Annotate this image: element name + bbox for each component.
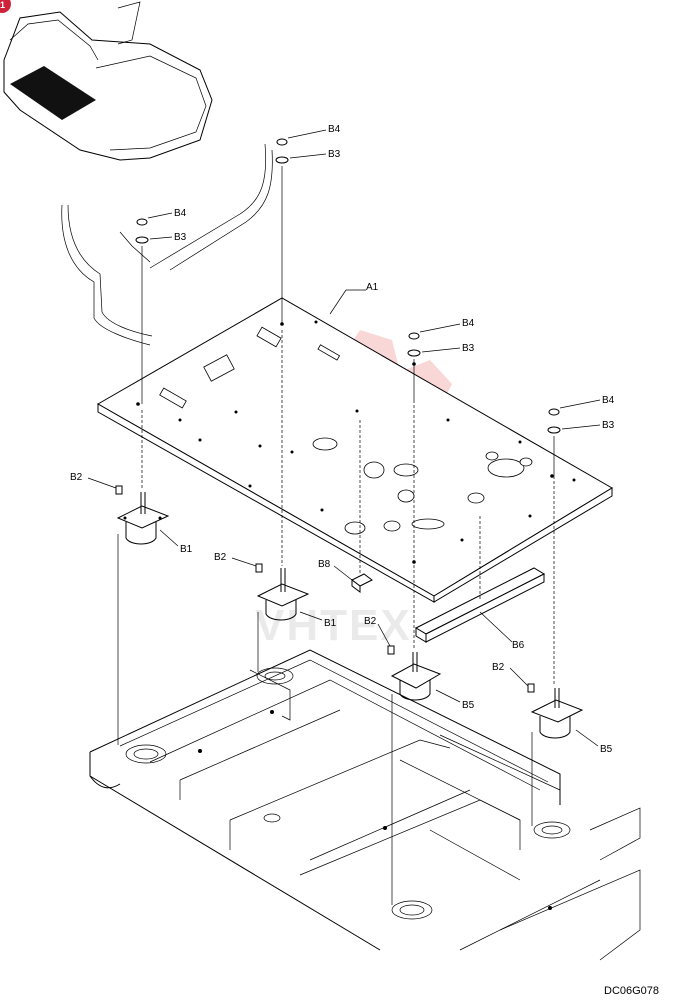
highlighted-floor-area bbox=[10, 66, 96, 120]
svg-text:VHTEX: VHTEX bbox=[255, 601, 412, 650]
label-b3-top: B3 bbox=[328, 149, 341, 160]
floor-plate-a1 bbox=[96, 297, 613, 603]
spacer-b8 bbox=[351, 573, 373, 593]
mount-b1-left bbox=[116, 492, 170, 545]
label-b2-left: B2 bbox=[70, 472, 83, 483]
label-b4-top: B4 bbox=[328, 124, 341, 135]
label-b4-right: B4 bbox=[602, 395, 615, 406]
mount-b1-center bbox=[256, 568, 310, 621]
label-b4-mid: B4 bbox=[462, 318, 475, 329]
page-marker: 1 bbox=[0, 0, 11, 13]
label-b2-right: B2 bbox=[492, 662, 505, 673]
label-b3-mid: B3 bbox=[462, 343, 475, 354]
alignment-lines bbox=[117, 166, 555, 905]
label-b1-center: B1 bbox=[324, 618, 337, 629]
base-frame bbox=[89, 649, 641, 961]
label-b1-left: B1 bbox=[180, 544, 193, 555]
leader-lines bbox=[87, 129, 601, 747]
label-b6: B6 bbox=[512, 640, 525, 651]
mount-b5-right bbox=[530, 688, 584, 739]
part-labels: A1 B4 B3 B4 B3 B4 B3 B4 B3 B2 B1 B2 B1 B… bbox=[70, 124, 615, 755]
fasteners-b3-b4 bbox=[135, 138, 561, 434]
bolts-b2 bbox=[115, 485, 535, 693]
label-b3-left: B3 bbox=[174, 232, 187, 243]
svg-text:1: 1 bbox=[0, 0, 5, 10]
label-b8: B8 bbox=[318, 559, 331, 570]
label-b5-mid: B5 bbox=[462, 700, 475, 711]
locator-thumbnail bbox=[3, 1, 213, 161]
cab-frame-outline bbox=[61, 143, 273, 346]
label-a1: A1 bbox=[366, 282, 379, 293]
mount-b5-mid bbox=[390, 652, 442, 701]
rubber-strip-b6 bbox=[414, 567, 546, 643]
figure-code: DC06G078 bbox=[604, 985, 659, 997]
label-b2-mid: B2 bbox=[364, 616, 377, 627]
label-b4-left: B4 bbox=[174, 208, 187, 219]
label-b5-right: B5 bbox=[600, 744, 613, 755]
label-b3-right: B3 bbox=[602, 420, 615, 431]
label-b2-center: B2 bbox=[214, 552, 227, 563]
